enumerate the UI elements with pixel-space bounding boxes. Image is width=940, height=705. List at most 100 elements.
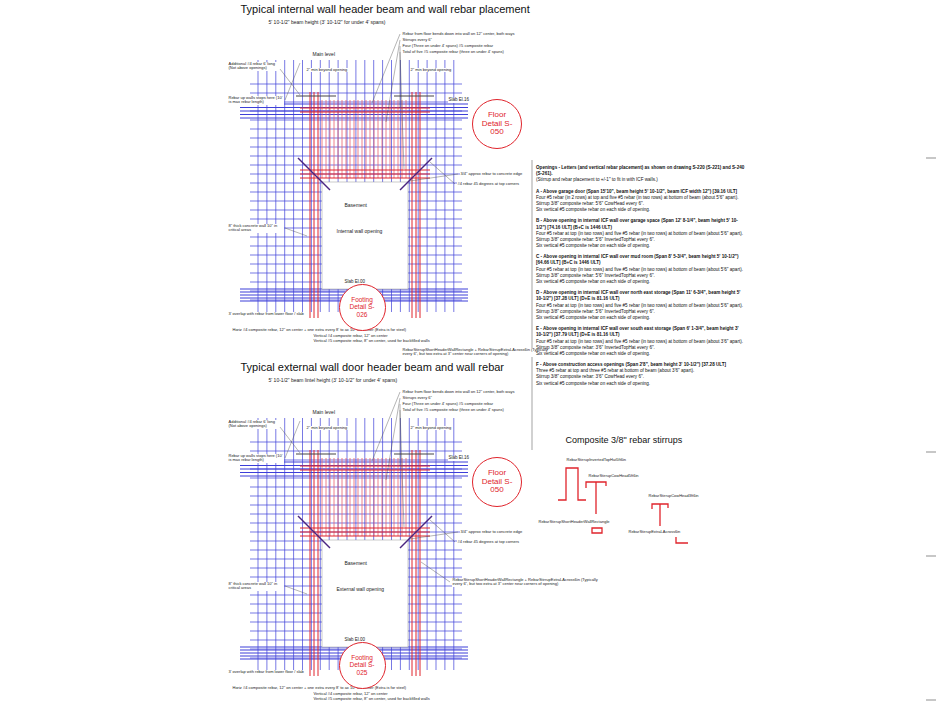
horizontal-rebar — [250, 120, 462, 121]
beam-rebar — [300, 536, 430, 537]
stirrup-name: RebarStirrupInvertedTopHat5ft6in — [566, 458, 627, 462]
vertical-rebar — [320, 60, 321, 312]
note-text: Four #5 rebar at top (in two rows) and f… — [536, 267, 746, 273]
note-text: Stirrup 3/8" composite rebar: 5'6" Inver… — [536, 237, 746, 243]
leader-line — [410, 532, 458, 539]
vertical-rebar — [284, 60, 285, 312]
leader-line — [280, 427, 300, 453]
additional-rebar — [296, 95, 336, 96]
callout-label: Slab El.16 — [448, 456, 470, 461]
callout-label: Horiz #4 composite rebar, 12" on center … — [232, 328, 407, 332]
horizontal-rebar — [250, 156, 462, 157]
wall-rebar-figure — [240, 34, 468, 318]
side-rebar — [310, 450, 311, 676]
vertical-rebar — [418, 60, 419, 312]
detail-callout: Floor Detail S-050 — [472, 99, 522, 149]
stirrup-shapes — [558, 468, 688, 543]
side-rebar — [314, 450, 315, 676]
horizontal-rebar — [250, 451, 462, 452]
opening-heading: B - Above opening in internal ICF wall o… — [536, 218, 746, 230]
note-text: Six vertical #5 composite rebar on each … — [536, 207, 746, 213]
callout-label: 3' overlap with rebar from lower floor /… — [228, 670, 304, 674]
callout-label: RebarStirrupShortHeaderWallRectangle + R… — [452, 578, 603, 587]
beam-rebar — [300, 178, 430, 179]
note-text: Stirrup 3/8" composite rebar: 3'6" Inver… — [536, 345, 746, 351]
note-text: Four #5 rebar at top (in two rows) and f… — [536, 303, 746, 309]
vertical-rebar — [427, 60, 428, 312]
opening-heading: Openings - Letters (and vertical rebar p… — [536, 165, 746, 177]
callout-label: External wall opening — [336, 587, 385, 593]
sheet-tick — [926, 158, 936, 159]
beam-rebar — [300, 532, 430, 533]
callout-label: Basement — [344, 561, 368, 567]
callout-label: Basement — [344, 203, 368, 209]
callout-label: 2" min beyond opening — [410, 426, 452, 430]
horizontal-rebar — [250, 93, 462, 94]
beam-rebar — [300, 108, 430, 109]
sheet-tick — [926, 452, 936, 453]
vertical-rebar — [444, 60, 445, 312]
notes-border — [532, 160, 533, 450]
leader-line — [400, 52, 404, 169]
callout-label: Rebar from floor bends down into wall on… — [402, 390, 515, 394]
detail-reference: Footing Detail S-025 — [345, 654, 379, 675]
side-rebar — [412, 92, 413, 318]
horizontal-rebar — [250, 514, 462, 515]
vertical-rebar — [427, 418, 428, 670]
leader-line — [410, 174, 458, 181]
sheet-tick — [926, 556, 936, 557]
drawing-subtitle: 5' 10-1/2" beam height (3' 10-1/2" for u… — [268, 20, 386, 26]
detail-callout: Footing Detail S-025 — [339, 642, 386, 689]
drawing-title: Typical internal wall header beam and wa… — [240, 3, 530, 15]
callout-label: Internal wall opening — [336, 229, 383, 235]
wall-rebar-figure — [240, 392, 468, 676]
vertical-rebar — [293, 418, 294, 670]
side-rebar — [318, 92, 319, 318]
leader-line — [430, 162, 455, 184]
beam-rebar — [300, 112, 430, 113]
leader-line — [372, 392, 400, 461]
leader-line — [280, 69, 300, 95]
detail-reference: Floor Detail S-050 — [480, 469, 514, 495]
side-rebar — [412, 450, 413, 676]
opening-heading: A - Above garage door (Span 15'10", beam… — [536, 189, 746, 195]
corner-rebar — [298, 158, 330, 190]
callout-label: Four (Three on under 4' spans) #5 compos… — [402, 44, 494, 48]
wall-opening — [322, 182, 408, 289]
vertical-rebar — [444, 418, 445, 670]
note-text: Six vertical #5 composite rebar on each … — [536, 279, 746, 285]
leader-line — [430, 520, 455, 542]
note-text: Stirrup 3/8" composite rebar: 3'6" CowHe… — [536, 374, 746, 380]
horizontal-rebar — [250, 138, 462, 139]
vertical-rebar — [302, 60, 303, 312]
note-text: Six vertical #5 composite rebar on each … — [536, 351, 746, 357]
side-rebar — [314, 92, 315, 318]
leader-line — [421, 562, 450, 582]
callout-label: #4 rebar 45 degrees at top corners — [457, 182, 520, 186]
callout-label: 8" thick concrete wall 10" in critical a… — [228, 224, 284, 233]
opening-heading: F - Above construction access openings (… — [536, 362, 746, 368]
stirrup-name: RebarStirrupCowHead3ft6in — [648, 494, 699, 498]
note-text: (Stirrup and rebar placement to +/-1" to… — [536, 177, 746, 183]
vertical-rebar — [311, 60, 312, 312]
wall-opening — [322, 540, 408, 647]
vertical-rebar — [418, 418, 419, 670]
side-rebar — [420, 450, 421, 676]
callout-label: Vertical #5 composite rebar, 8" on cente… — [313, 339, 430, 343]
corner-rebar — [400, 158, 432, 190]
stirrup-shape — [592, 528, 602, 533]
leader-line — [285, 421, 300, 458]
callout-label: Rebar up walls stops here (10' is max re… — [228, 454, 284, 463]
sheet-tick — [926, 700, 936, 701]
stirrup-shape — [652, 504, 668, 526]
horizontal-rebar — [250, 129, 462, 130]
vertical-rebar — [436, 60, 437, 312]
callout-label: Vertical #4 composite rebar, 12" on cent… — [313, 334, 388, 338]
note-text: Stirrup 3/8" composite rebar: 5'6" Inver… — [536, 309, 746, 315]
callout-label: 8" thick concrete wall 10" in critical a… — [228, 582, 284, 591]
drawing-subtitle: 5' 10-1/2" beam lintel height (3' 10-1/2… — [268, 378, 398, 384]
leader-line — [386, 40, 400, 122]
callout-label: 3/4" approx rebar to concrete edge — [460, 172, 523, 176]
side-rebar — [318, 450, 319, 676]
